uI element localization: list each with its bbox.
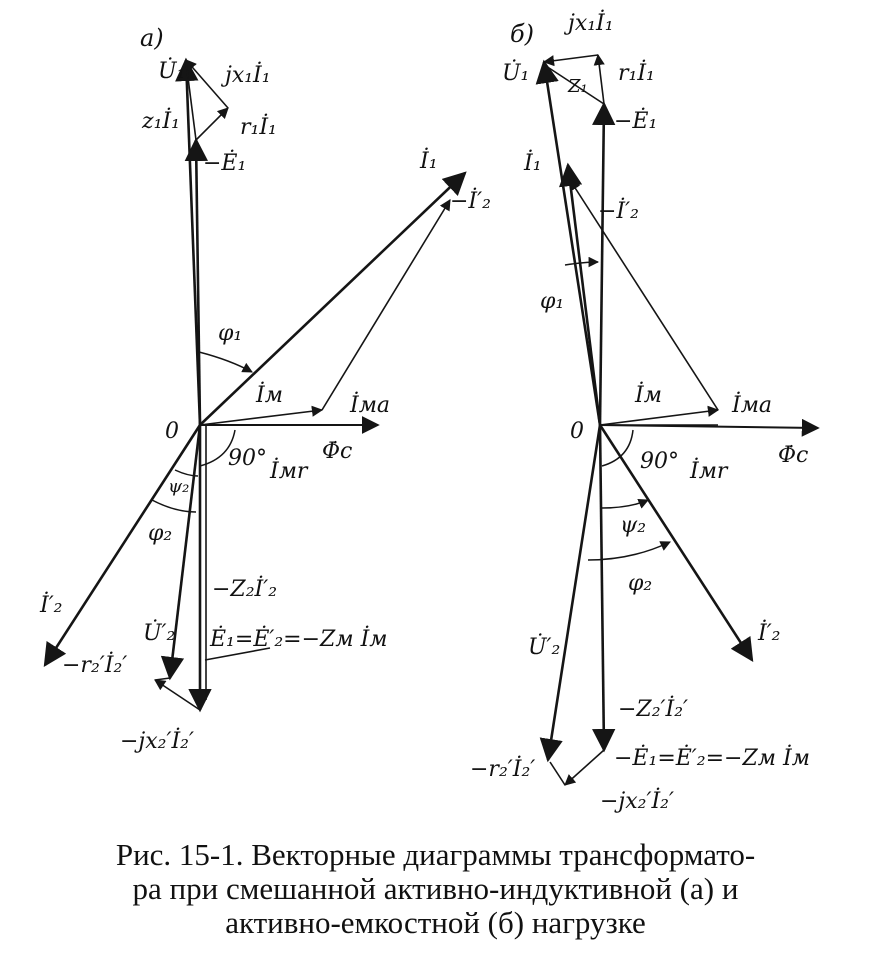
psi2-arc-b: [601, 499, 649, 509]
phi1-label-a: φ₁: [218, 321, 242, 346]
phi2-arc-a: [151, 499, 197, 513]
psi2-label-a: ψ₂: [168, 476, 189, 497]
jx1i1-label-a: jx₁İ₁: [220, 61, 271, 88]
phi2-label-a: φ₂: [148, 521, 172, 546]
deg90-label-b: 90°: [640, 449, 679, 474]
caption-line-3: активно-емкостной (б) нагрузке: [225, 905, 646, 940]
minus-i2-vector-a: [321, 199, 451, 411]
caption-line-2: ра при смешанной активно-индуктивной (а)…: [132, 871, 739, 906]
i2-vector-a: [43, 424, 202, 667]
minus-i2-label-a: −İ′₂: [450, 187, 491, 214]
origin-label-a: 0: [165, 419, 179, 444]
deg90-label-a: 90°: [228, 446, 267, 471]
r1i1-label-a: r₁İ₁: [240, 113, 277, 140]
z2i2-label-b: −Z₂′İ₂′: [618, 695, 688, 722]
e1-label-a: −Ė₁: [203, 149, 246, 176]
im-vector-b: [599, 405, 720, 426]
deg90-arc-b: [601, 429, 634, 467]
u1-vector-b: [535, 59, 602, 426]
panel-b: б) U̇₁ jx₁İ₁ Z₁ r₁: [470, 9, 820, 814]
i2-label-b: İ′₂: [757, 619, 781, 646]
e2-vector-b: [592, 424, 616, 753]
z1-label-b: Z₁: [567, 76, 588, 97]
im-label-a: İм: [255, 381, 283, 408]
r1i1-vector-a: [195, 107, 229, 141]
i1-label-a: İ₁: [419, 147, 438, 174]
jx2i2-vector-b: [564, 749, 605, 786]
jx2i2-label-a: −jx₂′İ₂′: [120, 727, 194, 754]
figure-caption: Рис. 15-1. Векторные диаграммы трансформ…: [0, 838, 871, 940]
deg90-arc-a: [199, 429, 236, 467]
u2-label-a: U̇′₂: [143, 620, 175, 646]
jx1i1-label-b: jx₁İ₁: [563, 9, 614, 36]
minus-i2-label-b: −İ′₂: [598, 197, 639, 224]
i1-vector-a: [199, 171, 467, 426]
r1i1-label-b: r₁İ₁: [618, 59, 655, 86]
i1-vector-b: [558, 162, 602, 426]
e1-vector-a: [184, 137, 208, 426]
z1i1-label-a: z₁İ₁: [141, 107, 180, 134]
z1-line-b: [545, 65, 605, 105]
phic-label-b: Φ̇с: [778, 443, 808, 468]
u2-vector-a: [160, 424, 202, 681]
r2i2-vector-a: [154, 677, 171, 681]
e-eq-label-b: −Ė₁=Ė′₂=−Zм İм: [614, 744, 810, 771]
imr-label-b: İмr: [689, 457, 729, 484]
ima-label-b: İма: [731, 391, 772, 418]
i2-vector-b: [598, 424, 754, 662]
ima-label-a: İма: [349, 391, 390, 418]
phic-label-a: Φ̇с: [322, 439, 352, 464]
panel-a-tag: а): [140, 24, 164, 52]
phi2-arc-b: [587, 541, 671, 561]
im-vector-a: [199, 405, 324, 426]
imr-label-a: İмr: [269, 457, 309, 484]
origin-label-b: 0: [570, 419, 584, 444]
jx1i1-vector-b: [542, 54, 599, 67]
psi2-label-b: ψ₂: [620, 513, 646, 538]
e1-label-b: −Ė₁: [614, 107, 657, 134]
jx2i2-vector-a: [154, 679, 201, 711]
vector-diagrams-svg: а) U̇₁: [39, 9, 820, 814]
e-eq-leader-a: [204, 647, 271, 661]
jx1i1-vector-a: [185, 59, 229, 109]
panel-a: а) U̇₁: [39, 24, 491, 754]
u1-label-a: U̇₁: [158, 58, 185, 84]
phi1-arc-a: [198, 351, 253, 373]
caption-line-1: Рис. 15-1. Векторные диаграммы трансформ…: [115, 837, 756, 872]
u2-label-b: U̇′₂: [528, 634, 560, 660]
r1i1-vector-b: [593, 53, 605, 105]
r2i2-vector-b: [549, 761, 566, 786]
u1-vector-a: [175, 57, 202, 426]
u2-vector-b: [539, 424, 602, 763]
u1-label-b: U̇₁: [502, 60, 529, 86]
minus-i2-vector-b: [569, 179, 719, 411]
phi2-label-b: φ₂: [628, 571, 652, 596]
r2i2-label-a: −r₂′İ₂′: [62, 651, 127, 678]
e-eq-label-a: Ė₁=Ė′₂=−Zм İм: [209, 625, 388, 652]
r2i2-label-b: −r₂′İ₂′: [470, 755, 535, 782]
i1-label-b: İ₁: [523, 149, 542, 176]
jx2i2-label-b: −jx₂′İ₂′: [600, 787, 674, 814]
im-label-b: İм: [634, 381, 662, 408]
e1-vector-b: [592, 101, 616, 426]
z1i1-vector-a: [185, 61, 197, 141]
psi2-arc-a: [174, 469, 199, 477]
panel-b-tag: б): [510, 20, 534, 48]
i2-label-a: İ′₂: [39, 591, 63, 618]
phi1-label-b: φ₁: [540, 289, 564, 314]
phi1-arc-b: [564, 256, 600, 268]
z2i2-label-a: −Z₂İ′₂: [212, 575, 277, 602]
